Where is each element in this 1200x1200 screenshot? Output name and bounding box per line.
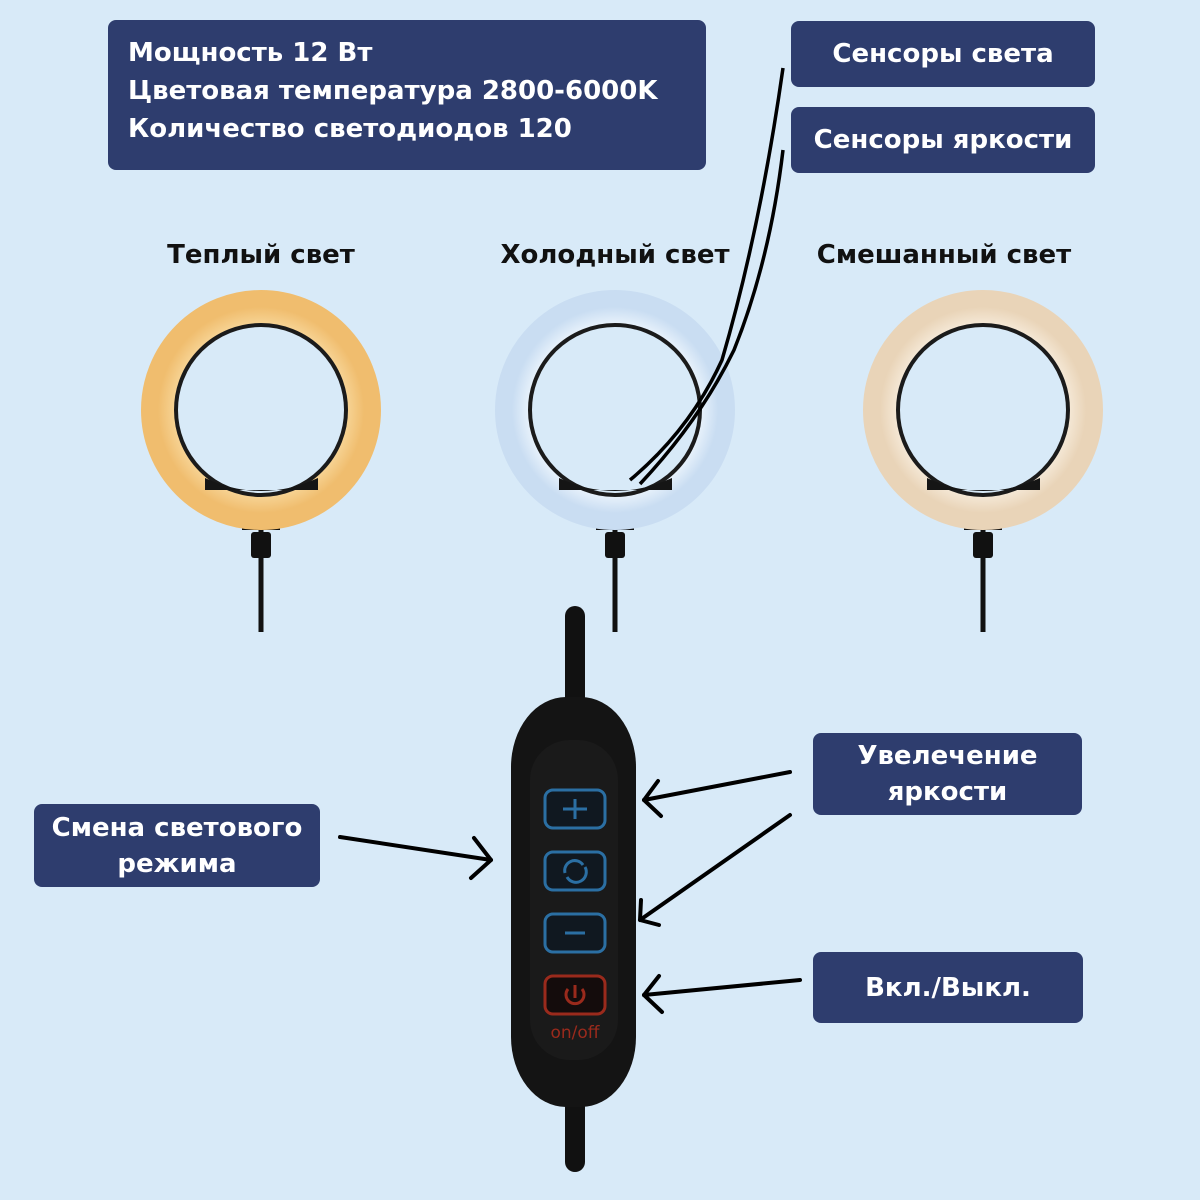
spec-color-temperature: Цветовая температура 2800-6000K bbox=[128, 76, 658, 106]
power-icon bbox=[564, 988, 586, 1006]
power-caption: on/off bbox=[550, 1023, 600, 1043]
mode-title-mixed: Смешанный свет bbox=[816, 240, 1072, 270]
controller-remote: on/off bbox=[511, 697, 636, 1107]
callout-brightness-up-text: Увелечение яркости bbox=[857, 741, 1038, 807]
callout-arrows bbox=[338, 770, 802, 1014]
plus-button[interactable] bbox=[543, 788, 607, 830]
callout-brightness-up: Увелечение яркости bbox=[813, 733, 1082, 815]
ring-lamp-cold bbox=[495, 290, 735, 632]
spec-power: Мощность 12 Вт bbox=[128, 38, 373, 68]
ring-lamp-mixed bbox=[863, 290, 1103, 632]
callout-light-sensors: Сенсоры света bbox=[791, 21, 1095, 87]
mode-button[interactable] bbox=[543, 850, 607, 892]
callout-brightness-sensors-text: Сенсоры яркости bbox=[813, 125, 1073, 155]
mode-title-warm: Теплый свет bbox=[167, 240, 355, 270]
callout-brightness-sensors: Сенсоры яркости bbox=[791, 107, 1095, 173]
callout-light-sensors-text: Сенсоры света bbox=[832, 39, 1054, 69]
specs-panel: Мощность 12 Вт Цветовая температура 2800… bbox=[108, 20, 706, 170]
mode-cycle-icon bbox=[563, 859, 588, 884]
callout-mode-switch-text: Смена светового режима bbox=[51, 812, 303, 879]
minus-button[interactable] bbox=[543, 912, 607, 954]
callout-power-text: Вкл./Выкл. bbox=[865, 972, 1031, 1003]
callout-power: Вкл./Выкл. bbox=[813, 952, 1083, 1023]
ring-lamp-warm bbox=[141, 290, 381, 632]
power-button[interactable] bbox=[543, 974, 607, 1016]
sensor-pointer-lines bbox=[628, 67, 785, 486]
spec-led-count: Количество светодиодов 120 bbox=[128, 114, 572, 144]
mode-title-cold: Холодный свет bbox=[500, 240, 730, 270]
callout-mode-switch: Смена светового режима bbox=[34, 804, 320, 887]
